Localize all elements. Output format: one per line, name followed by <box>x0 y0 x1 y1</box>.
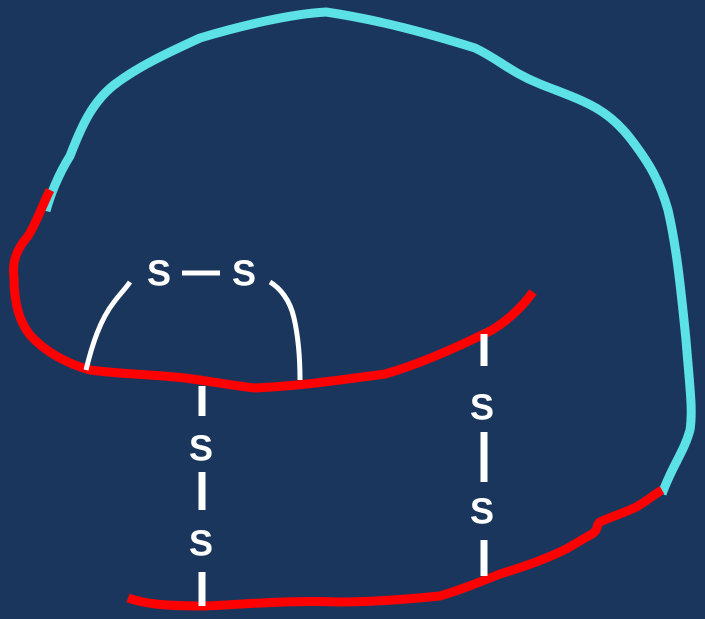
inter-bond-left-bottom-s-label: S <box>189 523 213 564</box>
inter-bond-right-bottom-s-label: S <box>470 491 494 532</box>
inter-bond-left-top-s-label: S <box>189 428 213 469</box>
intra-bond-left-s-label: S <box>147 253 171 294</box>
intra-bond-right-s-label: S <box>232 253 256 294</box>
inter-bond-right-top-s-label: S <box>470 387 494 428</box>
